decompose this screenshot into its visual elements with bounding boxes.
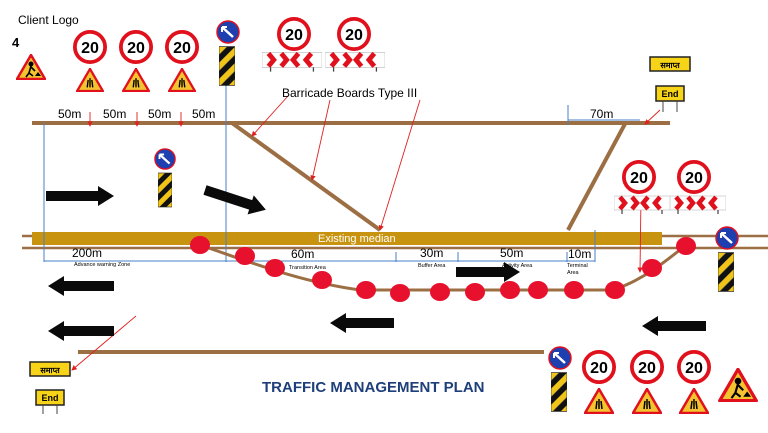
cone-icon xyxy=(605,281,625,299)
speed-limit-sign-icon xyxy=(630,350,664,384)
arrow-icon xyxy=(46,186,114,206)
svg-text:समाप्त: समाप्त xyxy=(659,61,680,70)
barricade-icon xyxy=(614,196,670,214)
speed-limit-sign-icon xyxy=(677,350,711,384)
svg-text:समाप्त: समाप्त xyxy=(39,366,60,375)
cone-icon xyxy=(390,284,410,302)
cone-icon xyxy=(528,281,548,299)
speed-limit-sign-icon xyxy=(165,30,199,64)
zone-name: Advance warning Zone xyxy=(74,262,131,268)
cone-icon xyxy=(356,281,376,299)
spacing-label: 50m xyxy=(58,107,82,121)
cone-icon xyxy=(430,283,450,301)
svg-text:End: End xyxy=(42,393,59,403)
traffic-arrows xyxy=(46,185,706,341)
hazard-marker-icon xyxy=(219,46,235,86)
keep-left-sign-icon xyxy=(154,148,176,170)
speed-limit-sign-icon xyxy=(582,350,616,384)
end-sign-top: समाप्त End xyxy=(649,56,691,112)
arrow-icon xyxy=(330,313,394,333)
cone-icon xyxy=(500,281,520,299)
zone-distance: 50m xyxy=(500,246,524,260)
barricade-icon xyxy=(262,52,322,71)
zone-name: Buffer Area xyxy=(418,263,446,269)
cone-icon xyxy=(465,283,485,301)
zone-name: Transition Area xyxy=(289,265,326,271)
arrow-icon xyxy=(203,185,266,215)
arrow-icon xyxy=(456,262,520,282)
traffic-cones xyxy=(190,236,696,302)
hazard-marker-icon xyxy=(158,172,172,208)
speed-limit-sign-icon xyxy=(119,30,153,64)
barricade-callout: Barricade Boards Type III xyxy=(282,86,418,100)
hazard-marker-icon xyxy=(718,252,734,292)
keep-left-sign-icon xyxy=(216,20,240,44)
hazard-marker-icon xyxy=(551,372,567,412)
existing-median xyxy=(32,232,662,245)
zone-distance: 200m xyxy=(72,246,103,260)
barricade-icon xyxy=(670,196,726,214)
zone-distance: 60m xyxy=(291,247,315,261)
diagram-title: TRAFFIC MANAGEMENT PLAN xyxy=(262,379,485,396)
spacing-label: 50m xyxy=(192,107,216,121)
callout-arrows xyxy=(71,95,661,371)
keep-left-sign-icon xyxy=(715,226,739,250)
cone-icon xyxy=(676,237,696,255)
arrow-icon xyxy=(48,276,114,296)
speed-limit-sign-icon xyxy=(677,160,711,194)
speed-limit-sign-icon xyxy=(622,160,656,194)
speed-limit-sign-icon xyxy=(277,17,311,51)
cone-icon xyxy=(642,259,662,277)
cone-icon xyxy=(564,281,584,299)
arrow-icon xyxy=(48,321,114,341)
keep-left-sign-icon xyxy=(548,346,572,370)
zone-distance: 10m xyxy=(568,247,592,261)
page-number: 4 xyxy=(12,35,20,50)
speed-limit-sign-icon xyxy=(337,17,371,51)
zone-name: Activity Area xyxy=(502,263,533,269)
guide-lines xyxy=(43,70,640,262)
warning-sign-icon xyxy=(168,68,196,92)
zone-name: Terminal Area xyxy=(567,263,588,276)
warning-sign-icon xyxy=(584,388,614,414)
worker-sign-icon xyxy=(718,368,758,402)
spacing-label: 70m xyxy=(590,107,614,121)
cone-icon xyxy=(312,271,332,289)
spacing-label: 50m xyxy=(148,107,172,121)
end-sign-bottom: समाप्त End xyxy=(29,361,71,414)
arrow-icon xyxy=(642,316,706,336)
worker-sign-icon xyxy=(16,54,46,80)
barricade-icon xyxy=(325,52,385,71)
client-logo: Client Logo xyxy=(18,13,79,27)
warning-sign-icon xyxy=(122,68,150,92)
spacing-label: 50m xyxy=(103,107,127,121)
warning-sign-icon xyxy=(632,388,662,414)
cone-icon xyxy=(265,259,285,277)
median-label: Existing median xyxy=(318,233,396,245)
zone-distance: 30m xyxy=(420,246,444,260)
warning-sign-icon xyxy=(76,68,104,92)
svg-text:End: End xyxy=(662,89,679,99)
warning-sign-icon xyxy=(679,388,709,414)
speed-limit-sign-icon xyxy=(73,30,107,64)
cone-icon xyxy=(235,247,255,265)
cone-icon xyxy=(190,236,210,254)
